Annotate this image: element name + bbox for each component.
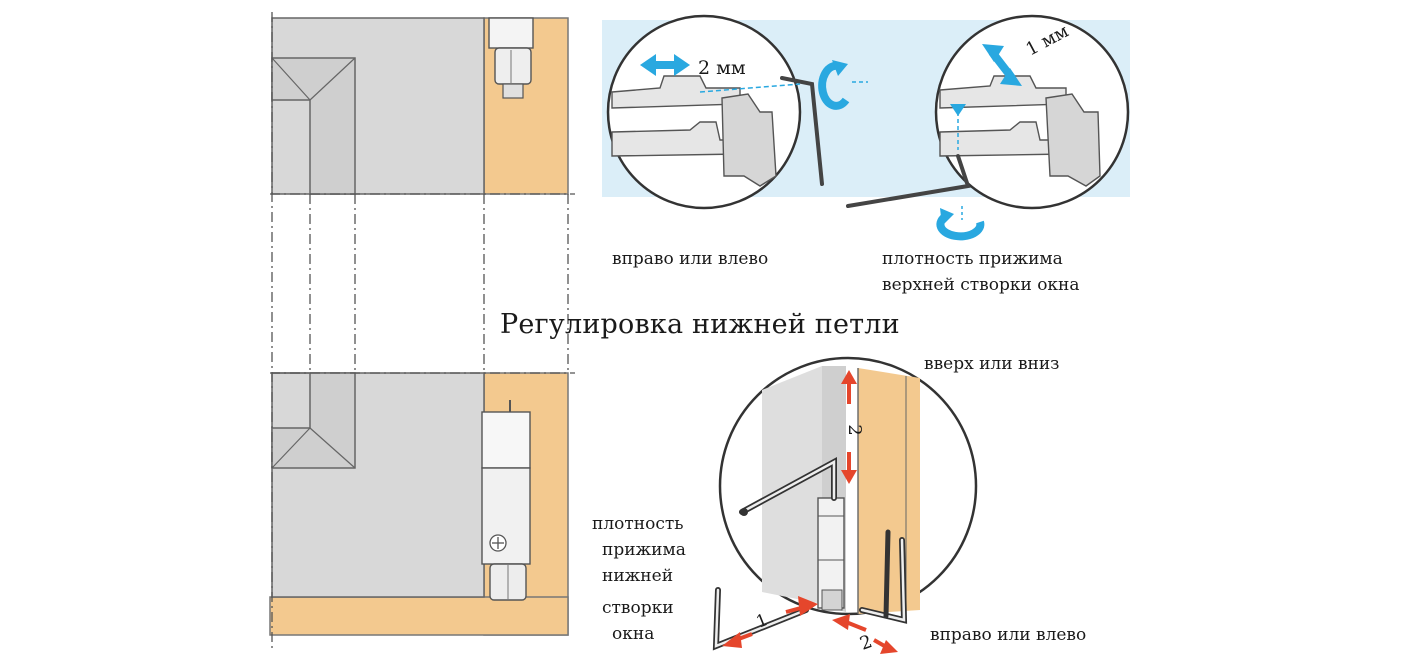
- caption-pressure-upper-line2: верхней створки окна: [882, 275, 1080, 295]
- caption-pressure-upper-line1: плотность прижима: [882, 249, 1063, 269]
- frame-bottom-rail: [269, 596, 569, 636]
- hex-key-right: [846, 154, 971, 208]
- lower-sash: [271, 372, 485, 598]
- caption-pressure-lower-line3: нижней: [602, 566, 674, 586]
- marker-bottom: 2: [857, 631, 875, 655]
- caption-left-right-upper: вправо или влево: [612, 249, 769, 269]
- dimension-2mm: 2 мм: [698, 57, 746, 79]
- upper-hinge-hardware: [488, 17, 534, 99]
- upper-sash: [271, 17, 485, 195]
- lower-detail-circle: [718, 356, 978, 616]
- rotate-icon-right: [936, 206, 985, 241]
- marker-vertical: 2: [844, 424, 865, 435]
- lower-hinge-hardware: [481, 400, 531, 601]
- caption-pressure-lower-line1: плотность: [592, 514, 684, 534]
- construction-lines: [270, 12, 575, 650]
- caption-left-right-lower: вправо или влево: [930, 625, 1087, 645]
- window-frame-schematic: [269, 12, 575, 650]
- diagram-title: Регулировка нижней петли: [500, 309, 900, 340]
- rotate-icon-left: [818, 60, 868, 110]
- detail-circle-left: [606, 14, 824, 210]
- caption-up-down: вверх или вниз: [924, 354, 1060, 374]
- caption-pressure-lower-line2: прижима: [602, 540, 686, 560]
- caption-pressure-lower-line4: створки: [602, 598, 674, 618]
- adjustment-arrows-red: [722, 370, 898, 654]
- caption-pressure-lower-line5: окна: [612, 624, 655, 644]
- detail-circle-right: [934, 14, 1130, 210]
